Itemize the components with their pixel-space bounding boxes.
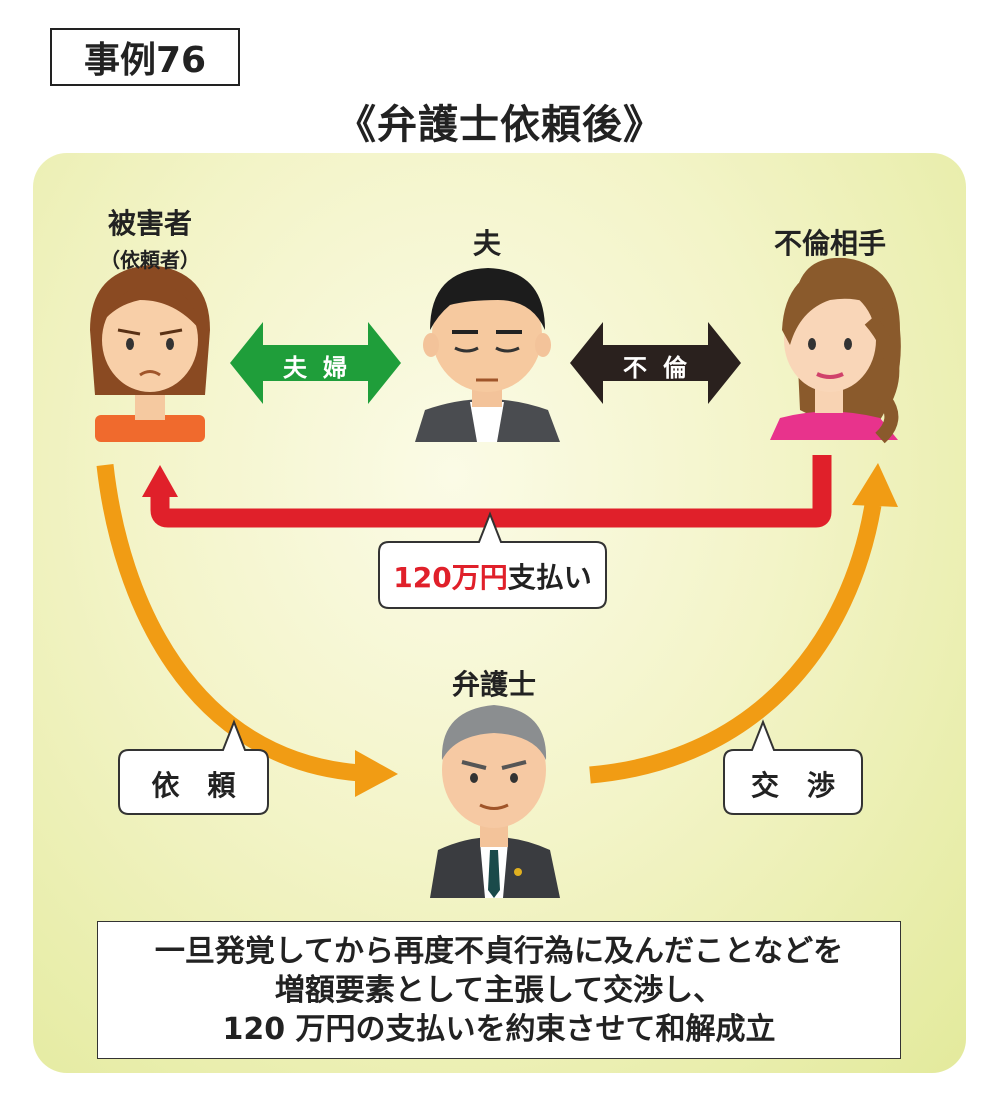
request-arrowhead	[355, 750, 398, 797]
negotiation-arrow	[589, 503, 882, 784]
request-arrow	[96, 464, 361, 782]
husband-avatar	[415, 268, 560, 442]
affair-arrow	[570, 322, 741, 404]
payment-text: 支払い	[507, 561, 592, 594]
affair-partner-avatar	[770, 257, 901, 444]
victim-label: 被害者 （依頼者）	[80, 202, 220, 273]
case-label: 事例76	[50, 28, 240, 86]
negotiation-callout	[723, 719, 863, 815]
affair-arrow-label: 不倫	[623, 354, 703, 382]
victim-label-text: 被害者	[107, 207, 192, 240]
lawyer-label: 弁護士	[451, 668, 536, 701]
negotiation-callout-text: 交 渉	[750, 769, 835, 802]
summary-line-3: 120 万円の支払いを約束させて和解成立	[222, 1011, 776, 1047]
negotiation-arrowhead	[852, 463, 898, 507]
request-callout-text: 依 頼	[151, 769, 236, 802]
request-callout	[118, 719, 269, 815]
lawyer-avatar	[430, 705, 560, 898]
victim-sub-label: （依頼者）	[100, 248, 200, 272]
payment-amount: 120万円	[393, 561, 508, 594]
victim-avatar	[90, 265, 210, 442]
payment-arrow	[150, 455, 832, 528]
couple-arrow	[230, 322, 401, 404]
page-title: 《弁護士依頼後》	[336, 102, 664, 148]
affair-partner-label: 不倫相手	[773, 227, 886, 260]
summary-line-1: 一旦発覚してから再度不貞行為に及んだことなどを	[154, 933, 844, 969]
couple-arrow-label: 夫婦	[283, 354, 363, 382]
summary-box: 一旦発覚してから再度不貞行為に及んだことなどを 増額要素として主張して交渉し、 …	[97, 921, 901, 1059]
summary-line-2: 増額要素として主張して交渉し、	[274, 972, 724, 1008]
payment-callout-text: 120万円支払い	[379, 556, 606, 596]
payment-callout	[378, 511, 607, 609]
husband-label: 夫	[472, 227, 501, 260]
payment-arrowhead	[142, 465, 178, 497]
